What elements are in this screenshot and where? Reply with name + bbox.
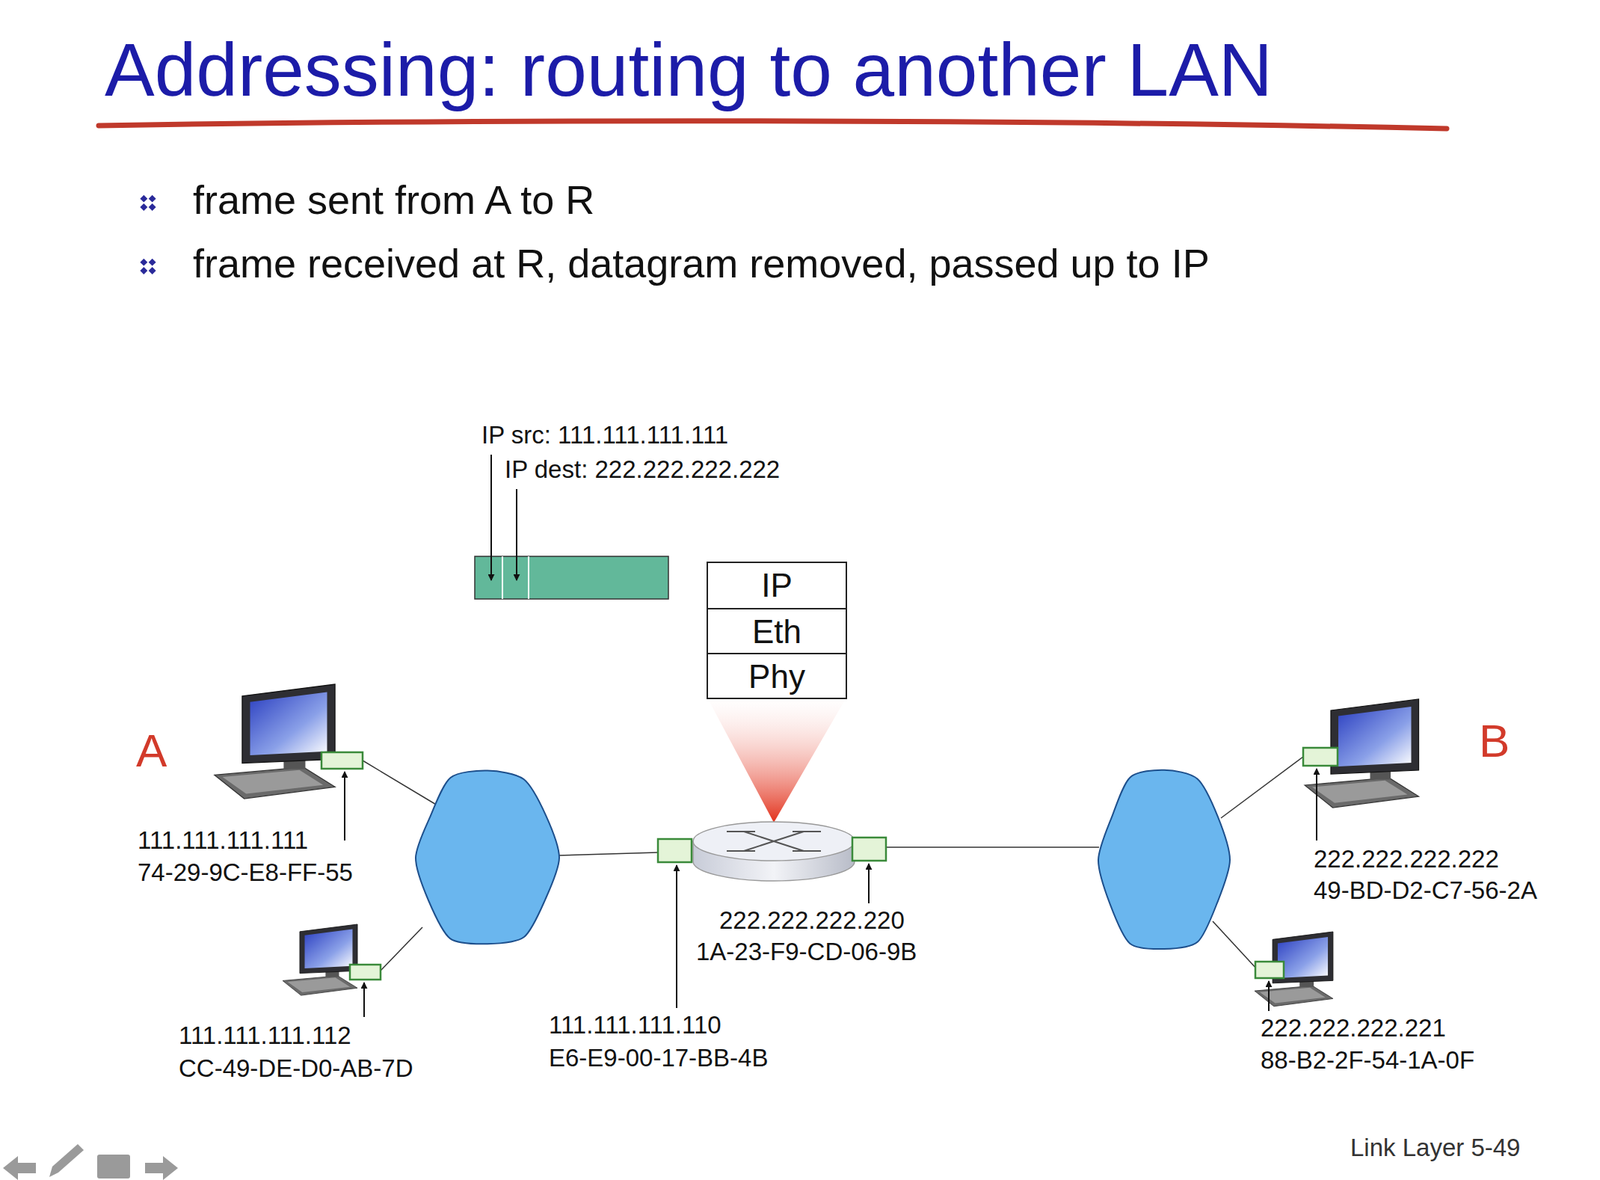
computer xyxy=(282,924,358,996)
header-field: IP dest: 222.222.222.222 xyxy=(504,455,780,484)
bullet-text: frame received at R, datagram removed, p… xyxy=(192,240,1210,287)
router xyxy=(693,821,855,881)
mac-address: 74-29-9C-E8-FF-55 xyxy=(137,858,353,887)
host-name: A xyxy=(136,723,167,777)
slide-title: Addressing: routing to another LAN xyxy=(104,26,1273,113)
ip-address: 222.222.222.220 xyxy=(719,906,905,935)
lan-clouds xyxy=(415,770,1230,949)
ip-address: 111.111.111.111 xyxy=(137,826,309,855)
header-field: IP src: 111.111.111.111 xyxy=(481,420,729,450)
mac-address: CC-49-DE-D0-AB-7D xyxy=(178,1054,414,1083)
hosts xyxy=(214,684,1420,1007)
bullet-marks xyxy=(139,195,156,275)
interface-cards xyxy=(321,747,1338,980)
ip-address: 222.222.222.222 xyxy=(1313,844,1500,874)
mac-address: 49-BD-D2-C7-56-2A xyxy=(1313,876,1538,905)
lan-cloud xyxy=(1098,770,1230,949)
ip-address: 222.222.222.221 xyxy=(1260,1013,1446,1043)
mac-address: 1A-23-F9-CD-06-9B xyxy=(696,937,917,966)
datagram xyxy=(474,556,669,599)
mac-address: E6-E9-00-17-BB-4B xyxy=(548,1043,768,1073)
ip-address: 111.111.111.112 xyxy=(178,1021,352,1050)
layer-name: Phy xyxy=(708,652,846,698)
wires xyxy=(362,756,1304,971)
layer-name: Eth xyxy=(708,607,846,653)
computer xyxy=(214,684,335,799)
computer xyxy=(1254,931,1334,1007)
title-underline xyxy=(98,121,1447,129)
lan-cloud xyxy=(415,770,560,945)
layer-name: IP xyxy=(708,562,846,608)
protocol-stack: IPEthPhy xyxy=(706,561,848,700)
mac-address: 88-B2-2F-54-1A-0F xyxy=(1260,1045,1475,1075)
ip-address: 111.111.111.110 xyxy=(548,1010,722,1040)
bullet-text: frame sent from A to R xyxy=(192,176,595,223)
zoom-cone xyxy=(706,696,848,823)
slide-number: Link Layer 5-49 xyxy=(1350,1133,1520,1162)
host-name: B xyxy=(1478,714,1510,768)
leader-arrows xyxy=(344,768,1317,1017)
nav-icons xyxy=(2,1143,178,1180)
